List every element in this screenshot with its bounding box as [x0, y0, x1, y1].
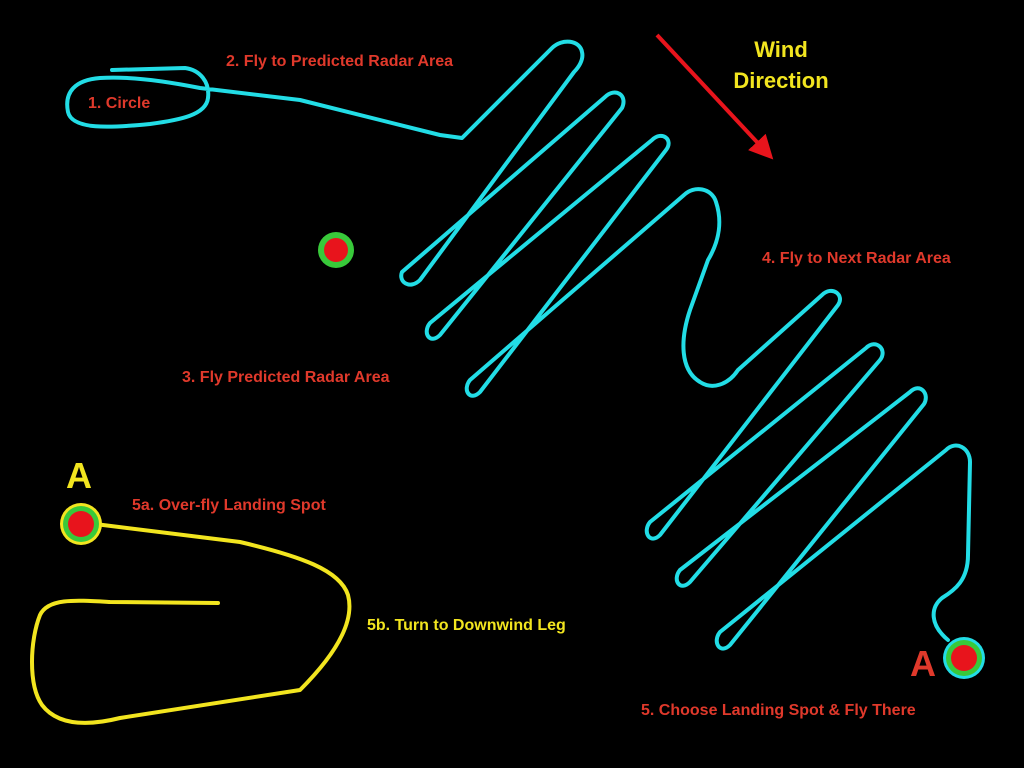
- label-circle: 1. Circle: [88, 95, 150, 112]
- label-choose-spot: 5. Choose Landing Spot & Fly There: [641, 702, 916, 719]
- landing-spot-marker-left: [60, 503, 102, 545]
- radar-target-marker: [318, 232, 354, 268]
- wind-label-line1: Wind: [754, 37, 808, 62]
- landing-path: [30, 522, 352, 725]
- wind-arrow: [655, 33, 774, 160]
- landing-spot-marker-right: [943, 637, 985, 679]
- label-overfly: 5a. Over-fly Landing Spot: [132, 497, 326, 514]
- marker-label-a-left: A: [66, 455, 92, 496]
- wind-label-line2: Direction: [733, 68, 828, 93]
- label-next-area: 4. Fly to Next Radar Area: [762, 250, 951, 267]
- flight-path: [65, 39, 972, 651]
- label-downwind: 5b. Turn to Downwind Leg: [367, 617, 566, 634]
- label-fly-predicted: 2. Fly to Predicted Radar Area: [226, 53, 453, 70]
- marker-label-a-right: A: [910, 643, 936, 684]
- label-fly-area: 3. Fly Predicted Radar Area: [182, 369, 390, 386]
